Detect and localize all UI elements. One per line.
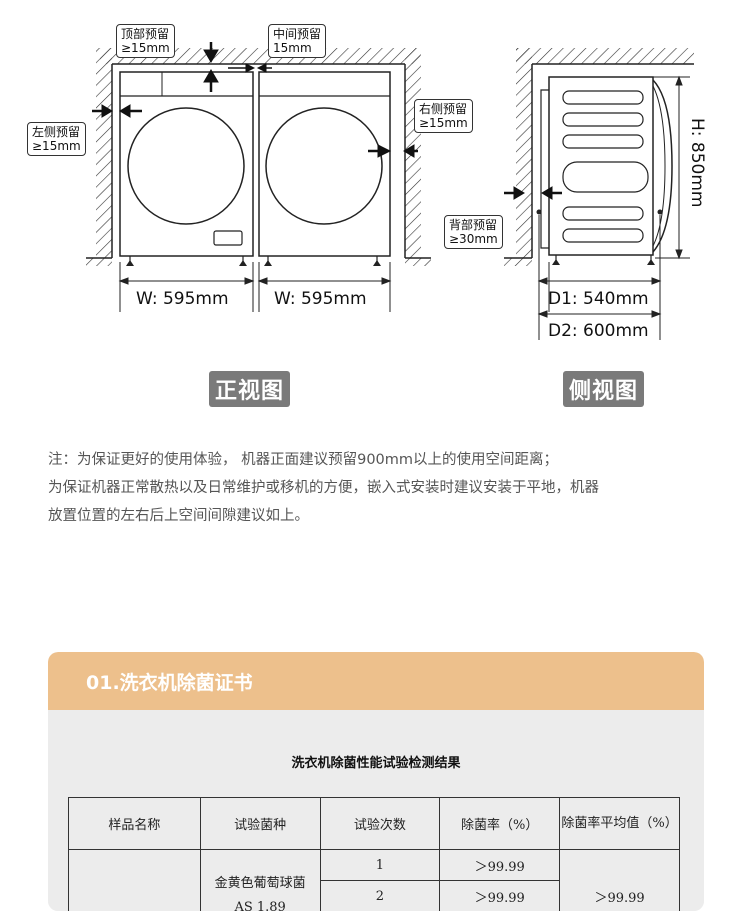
- left-width-label: W: 595mm: [136, 289, 229, 309]
- note-line-1: 注：为保证更好的使用体验， 机器正面建议预留900mm以上的使用空间距离；: [48, 452, 559, 468]
- back-clearance-title: 背部预留: [449, 218, 498, 232]
- right-width-label: W: 595mm: [274, 289, 367, 309]
- middle-clearance-callout: 中间预留 15mm: [268, 24, 327, 58]
- back-clearance-callout: 背部预留 ≥30mm: [444, 215, 503, 249]
- side-back-arrows: [504, 186, 562, 200]
- middle-clearance-title: 中间预留: [273, 27, 322, 41]
- right-clearance-callout: 右侧预留 ≥15mm: [414, 99, 473, 133]
- strain-name: 金黄色葡萄球菌: [214, 876, 306, 891]
- front-clearance-arrows: [92, 42, 418, 158]
- certificate-section-title: 01.洗衣机除菌证书: [48, 652, 704, 710]
- middle-clearance-value: 15mm: [273, 41, 312, 55]
- note-line-3: 放置位置的左右后上空间间隙建议如上。: [48, 508, 309, 524]
- results-table: 样品名称 试验菌种 试验次数 除菌率（%） 除菌率平均值（%） 金黄色葡萄球菌 …: [68, 797, 680, 911]
- front-width-dimensions: [118, 262, 392, 312]
- average-cell: ＞99.99: [559, 849, 680, 911]
- strain-code: AS 1.89: [234, 900, 286, 911]
- left-clearance-value: ≥15mm: [32, 139, 81, 153]
- front-left-machine: [119, 71, 254, 266]
- side-depth-dimensions: [537, 215, 662, 340]
- header-trial-count: 试验次数: [319, 797, 441, 850]
- note-line-2: 为保证机器正常散热以及日常维护或移机的方便，嵌入式安装时建议安装于平地，机器: [48, 480, 599, 496]
- right-clearance-title: 右侧预留: [419, 102, 468, 116]
- header-strain: 试验菌种: [199, 797, 321, 850]
- height-label: H: 850mm: [687, 118, 707, 208]
- side-view-walls: [504, 48, 694, 266]
- rate-cell: ＞99.99: [439, 849, 561, 881]
- installation-diagram: 顶部预留 ≥15mm 中间预留 15mm 左侧预留 ≥15mm 右侧预留 ≥15…: [0, 0, 750, 430]
- header-sample-name: 样品名称: [68, 797, 201, 850]
- certificate-body: 洗衣机除菌性能试验检测结果 样品名称 试验菌种 试验次数 除菌率（%） 除菌率平…: [48, 710, 704, 911]
- results-table-title: 洗衣机除菌性能试验检测结果: [291, 756, 461, 771]
- left-clearance-callout: 左侧预留 ≥15mm: [27, 122, 86, 156]
- strain-cell: 金黄色葡萄球菌 AS 1.89: [199, 849, 321, 911]
- front-view-label: 正视图: [209, 371, 291, 407]
- right-clearance-value: ≥15mm: [419, 116, 468, 130]
- trial-cell: 1: [319, 849, 441, 881]
- table-header-row: 样品名称 试验菌种 试验次数 除菌率（%） 除菌率平均值（%）: [68, 797, 680, 850]
- installation-note: 注：为保证更好的使用体验， 机器正面建议预留900mm以上的使用空间距离； 为保…: [48, 446, 708, 530]
- rate-cell: ＞99.99: [439, 880, 561, 911]
- header-removal-rate: 除菌率（%）: [439, 797, 561, 850]
- certificate-card: 01.洗衣机除菌证书 洗衣机除菌性能试验检测结果 样品名称 试验菌种 试验次数 …: [48, 652, 704, 911]
- top-clearance-callout: 顶部预留 ≥15mm: [116, 24, 175, 58]
- diagram-drawing: [86, 42, 694, 340]
- top-clearance-value: ≥15mm: [121, 41, 170, 55]
- left-clearance-title: 左侧预留: [32, 125, 81, 139]
- top-clearance-title: 顶部预留: [121, 27, 170, 41]
- front-right-machine: [258, 71, 391, 266]
- depth1-label: D1: 540mm: [548, 289, 649, 309]
- side-view-label: 侧视图: [563, 371, 645, 407]
- side-machine: [536, 76, 673, 265]
- sample-name-cell: [68, 849, 201, 911]
- table-row: 2 ＞99.99: [69, 880, 680, 911]
- back-clearance-value: ≥30mm: [449, 232, 498, 246]
- side-height-dimension: [653, 75, 690, 260]
- header-average-rate: 除菌率平均值（%）: [559, 797, 680, 850]
- table-row: 金黄色葡萄球菌 AS 1.89 1 ＞99.99 ＞99.99: [68, 849, 680, 911]
- trial-cell: 2: [319, 880, 441, 911]
- depth2-label: D2: 600mm: [548, 321, 649, 341]
